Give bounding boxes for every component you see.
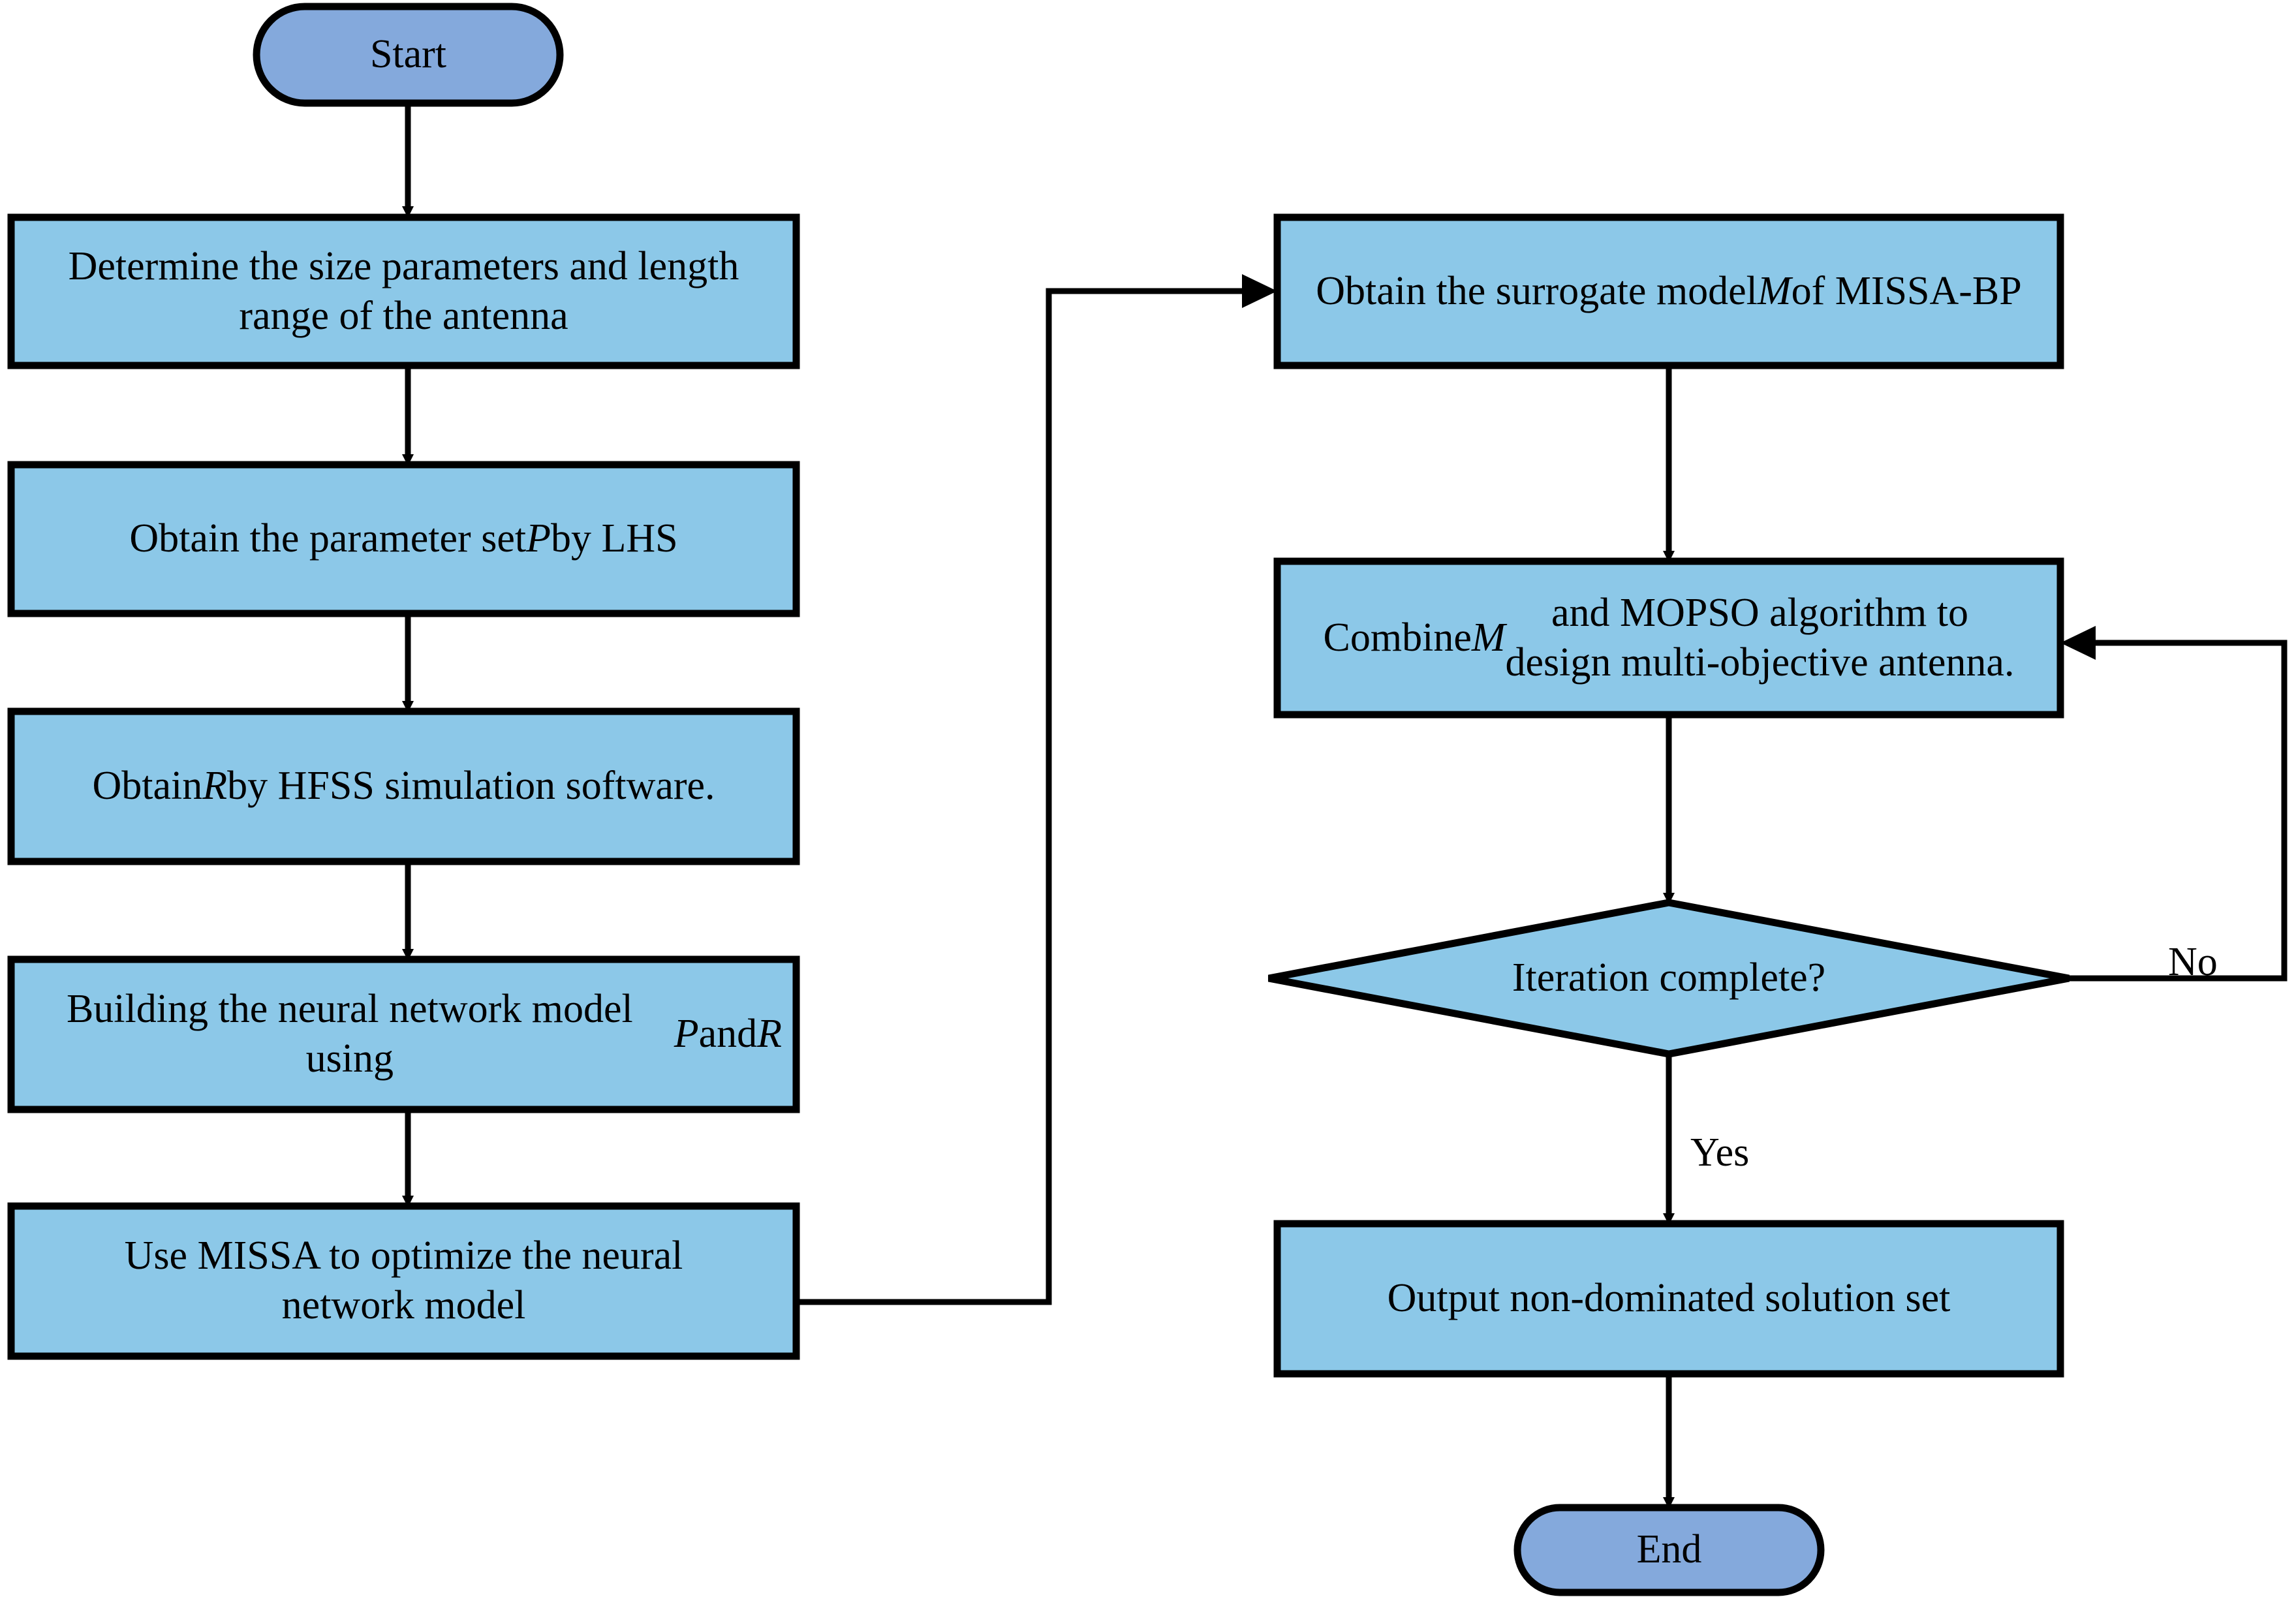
node-build-neural-network[interactable]	[7, 955, 800, 1113]
edge-use-missa-to-surrogate	[796, 288, 1260, 1305]
node-obtain-parameter-set[interactable]	[7, 461, 800, 617]
node-obtain-r-hfss[interactable]	[7, 707, 800, 865]
edge-decision-no-to-combine	[2069, 640, 2288, 982]
edge-label-yes: Yes	[1690, 1130, 1750, 1175]
node-start[interactable]	[253, 3, 564, 107]
node-combine-mopso[interactable]	[1273, 557, 2064, 719]
node-iteration-complete-decision[interactable]	[1267, 899, 2070, 1058]
edge-label-no: No	[2168, 940, 2218, 984]
node-output-solution-set[interactable]	[1273, 1220, 2064, 1378]
arrowhead-into-surrogate	[1242, 274, 1277, 308]
connector-arrowheads	[1242, 274, 2096, 660]
node-obtain-surrogate-model[interactable]	[1273, 213, 2064, 369]
connector-group	[402, 103, 2288, 1509]
node-use-missa-optimize[interactable]	[7, 1202, 800, 1360]
arrowhead-into-combine-loop	[2060, 626, 2096, 660]
node-determine-size[interactable]	[7, 213, 800, 369]
node-end[interactable]	[1513, 1504, 1825, 1596]
